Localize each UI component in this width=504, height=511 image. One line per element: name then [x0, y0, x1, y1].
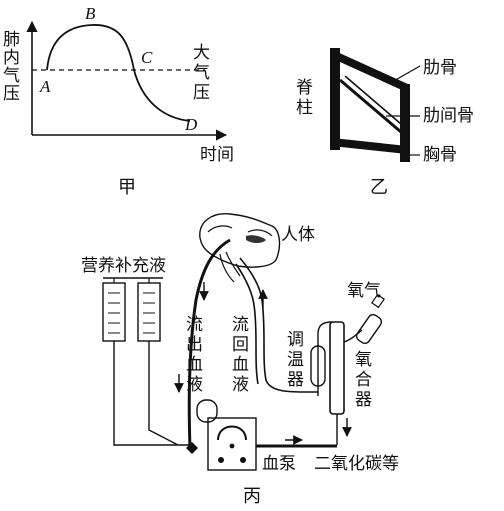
panel-yi: 脊 柱 肋骨 肋间骨 胸骨 乙: [296, 48, 474, 198]
return-label-1: 流: [232, 315, 249, 335]
outflow-label-2: 出: [186, 335, 203, 355]
oxygenator: [329, 321, 345, 445]
atm-label-3: 压: [193, 83, 210, 103]
return-label-3: 血: [232, 355, 249, 375]
oxygen-label: 氧气: [347, 281, 381, 301]
upper-rib: [330, 50, 409, 92]
thermostat-label-1: 调: [287, 330, 304, 350]
oxygen-tank: [343, 293, 385, 345]
outflow-label-1: 流: [186, 315, 203, 335]
point-b-label: B: [85, 4, 96, 23]
human-head: [199, 213, 281, 283]
spine-label-2: 柱: [296, 98, 313, 118]
nutrition-label: 营养补充液: [81, 256, 166, 276]
nutrition-bags: [102, 277, 190, 446]
oxygenator-label-2: 合: [355, 370, 372, 390]
y-axis-label-2: 内: [3, 48, 20, 68]
atm-label-2: 气: [193, 63, 210, 83]
outflow-tube: [187, 238, 231, 449]
y-axis-label-3: 气: [3, 66, 20, 86]
oxygenator-label-1: 氧: [355, 350, 372, 370]
blood-pump: [186, 399, 337, 471]
y-axis-label-1: 肺: [3, 30, 20, 50]
return-label-2: 回: [232, 335, 249, 355]
nutrition-bag-left: [102, 282, 126, 342]
point-d-label: D: [184, 115, 198, 134]
panel-bing: 人体 氧气 营养补充液 流 出 血 液 流 回 血 液 调 温 器 氧 合 器 …: [81, 213, 399, 507]
outflow-label-4: 液: [186, 375, 203, 395]
caption-yi: 乙: [370, 177, 388, 198]
spine-label-1: 脊: [296, 78, 313, 98]
caption-bing: 丙: [243, 486, 261, 507]
intercostal-muscle: [339, 78, 402, 134]
human-label: 人体: [281, 225, 315, 245]
return-label-4: 液: [232, 375, 249, 395]
co2-label: 二氧化碳等: [314, 454, 399, 474]
thermostat: [310, 321, 333, 396]
y-axis-label-4: 压: [3, 84, 20, 104]
outflow-label-3: 血: [186, 355, 203, 375]
thermostat-label-3: 器: [287, 370, 304, 390]
panel-jia: 肺 内 气 压 大 气 压 A B C D 时间 甲: [3, 4, 234, 198]
x-axis-label: 时间: [200, 145, 234, 165]
atm-label-1: 大: [193, 43, 210, 63]
oxygenator-label-3: 器: [355, 390, 372, 410]
return-tube: [239, 257, 318, 393]
intercostal-label: 肋间骨: [423, 106, 474, 126]
point-a-label: A: [39, 77, 51, 96]
thermostat-label-2: 温: [287, 350, 304, 370]
sternum-label: 胸骨: [423, 145, 457, 165]
point-c-label: C: [141, 48, 153, 67]
caption-jia: 甲: [118, 177, 136, 198]
rib-leader: [391, 65, 421, 83]
rib-label: 肋骨: [423, 58, 457, 78]
pump-label: 血泵: [262, 454, 296, 474]
nutrition-bag-right: [137, 282, 161, 342]
pressure-curve: [46, 24, 191, 122]
lower-rib: [331, 138, 408, 154]
